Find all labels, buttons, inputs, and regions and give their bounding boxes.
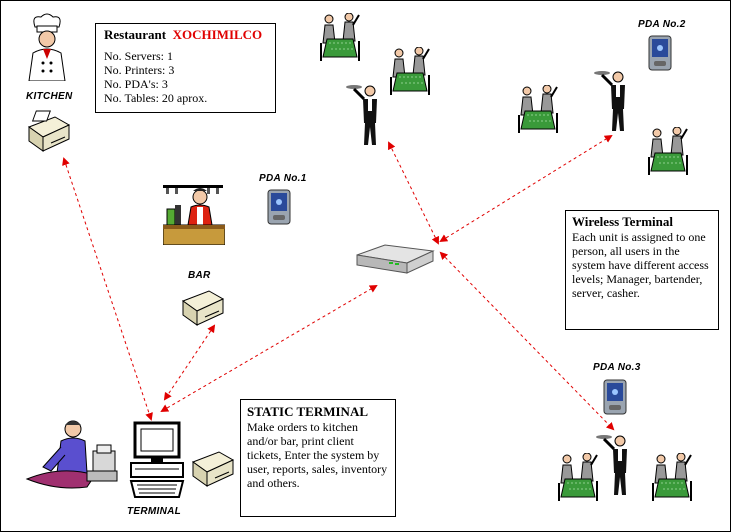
computer-icon [129, 421, 185, 498]
pda1-caption: PDA No.1 [259, 173, 307, 184]
restaurant-title: Restaurant XOCHIMILCO [104, 27, 267, 43]
link-router-waiter3 [439, 251, 615, 431]
static-terminal-box: STATIC TERMINAL Make orders to kitchen a… [240, 399, 396, 517]
terminal-printer-icon [191, 451, 235, 487]
dining-table-icon [390, 47, 430, 96]
static-terminal-title: STATIC TERMINAL [247, 404, 368, 419]
printers-count: No. Printers: 3 [104, 63, 175, 77]
kitchen-printer-icon [27, 110, 71, 152]
link-kitchen-terminal [62, 157, 153, 421]
wireless-terminal-box: Wireless Terminal Each unit is assigned … [565, 210, 719, 330]
pda3-icon [603, 379, 627, 415]
terminal-caption: TERMINAL [127, 506, 182, 517]
pda2-icon [648, 35, 672, 71]
link-bar-terminal [163, 324, 216, 401]
dining-table-icon [648, 127, 688, 176]
link-terminal-router [160, 284, 378, 413]
dining-table-icon [652, 453, 692, 502]
link-router-waiter1 [388, 141, 439, 245]
chef-icon [28, 13, 66, 81]
restaurant-info-box: Restaurant XOCHIMILCO No. Servers: 1 No.… [95, 23, 276, 113]
pdas-count: No. PDA's: 3 [104, 77, 168, 91]
restaurant-name: XOCHIMILCO [172, 27, 263, 42]
wireless-terminal-title: Wireless Terminal [572, 214, 673, 229]
kitchen-caption: KITCHEN [26, 91, 73, 102]
waiter-icon [595, 433, 629, 497]
waiter-icon [593, 69, 627, 133]
pda2-caption: PDA No.2 [638, 19, 686, 30]
pda3-caption: PDA No.3 [593, 362, 641, 373]
pda1-icon [267, 189, 291, 225]
dining-table-icon [518, 85, 558, 134]
bar-caption: BAR [188, 270, 211, 281]
restaurant-title-prefix: Restaurant [104, 27, 167, 42]
router-icon [356, 244, 435, 274]
cashier-icon [25, 420, 118, 489]
servers-count: No. Servers: 1 [104, 49, 173, 63]
dining-table-icon [320, 13, 360, 62]
bar-printer-icon [181, 290, 225, 326]
bartender-icon [163, 185, 225, 245]
waiter-icon [345, 83, 379, 147]
wireless-terminal-body: Each unit is assigned to one person, all… [572, 230, 709, 300]
tables-count: No. Tables: 20 aprox. [104, 91, 208, 105]
static-terminal-body: Make orders to kitchen and/or bar, print… [247, 420, 388, 490]
